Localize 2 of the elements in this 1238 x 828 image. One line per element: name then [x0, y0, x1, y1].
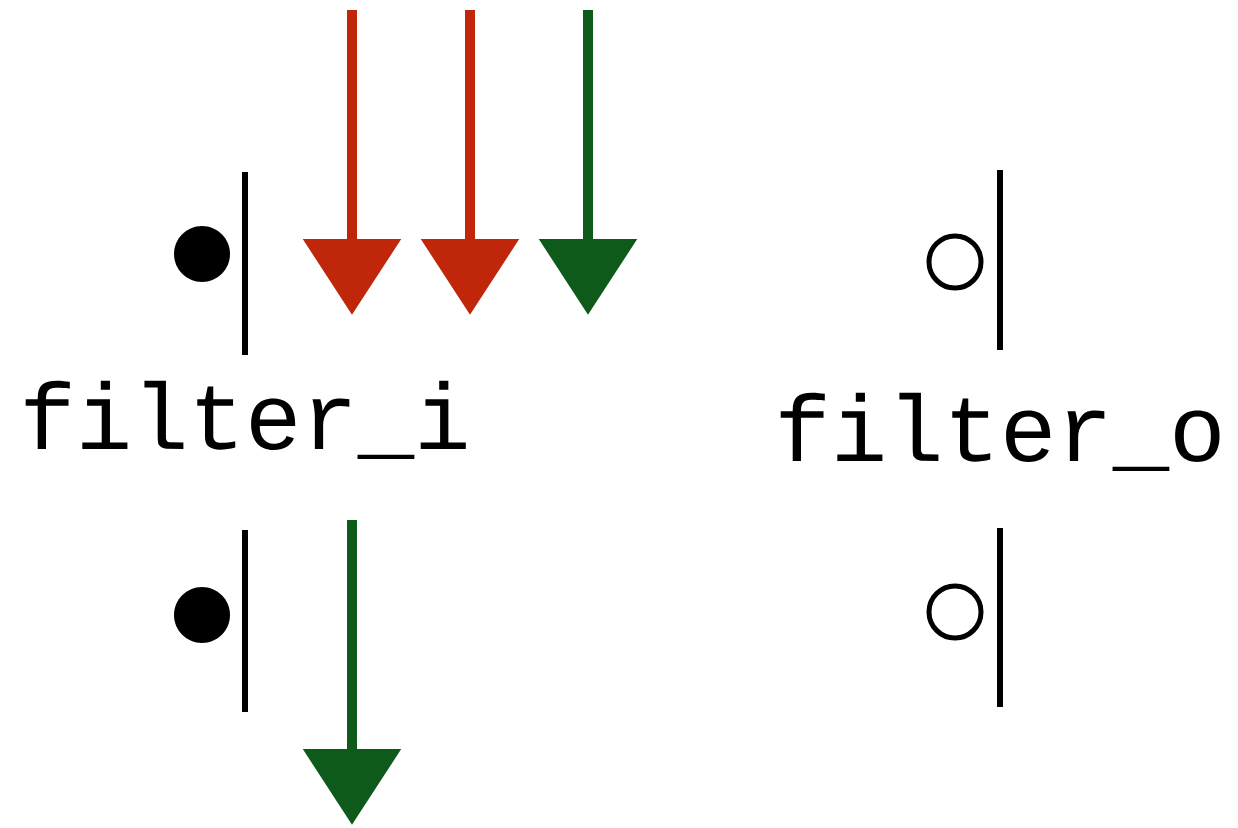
signal-label: filter_o	[780, 392, 1220, 472]
signal-label: filter_i	[25, 380, 466, 460]
